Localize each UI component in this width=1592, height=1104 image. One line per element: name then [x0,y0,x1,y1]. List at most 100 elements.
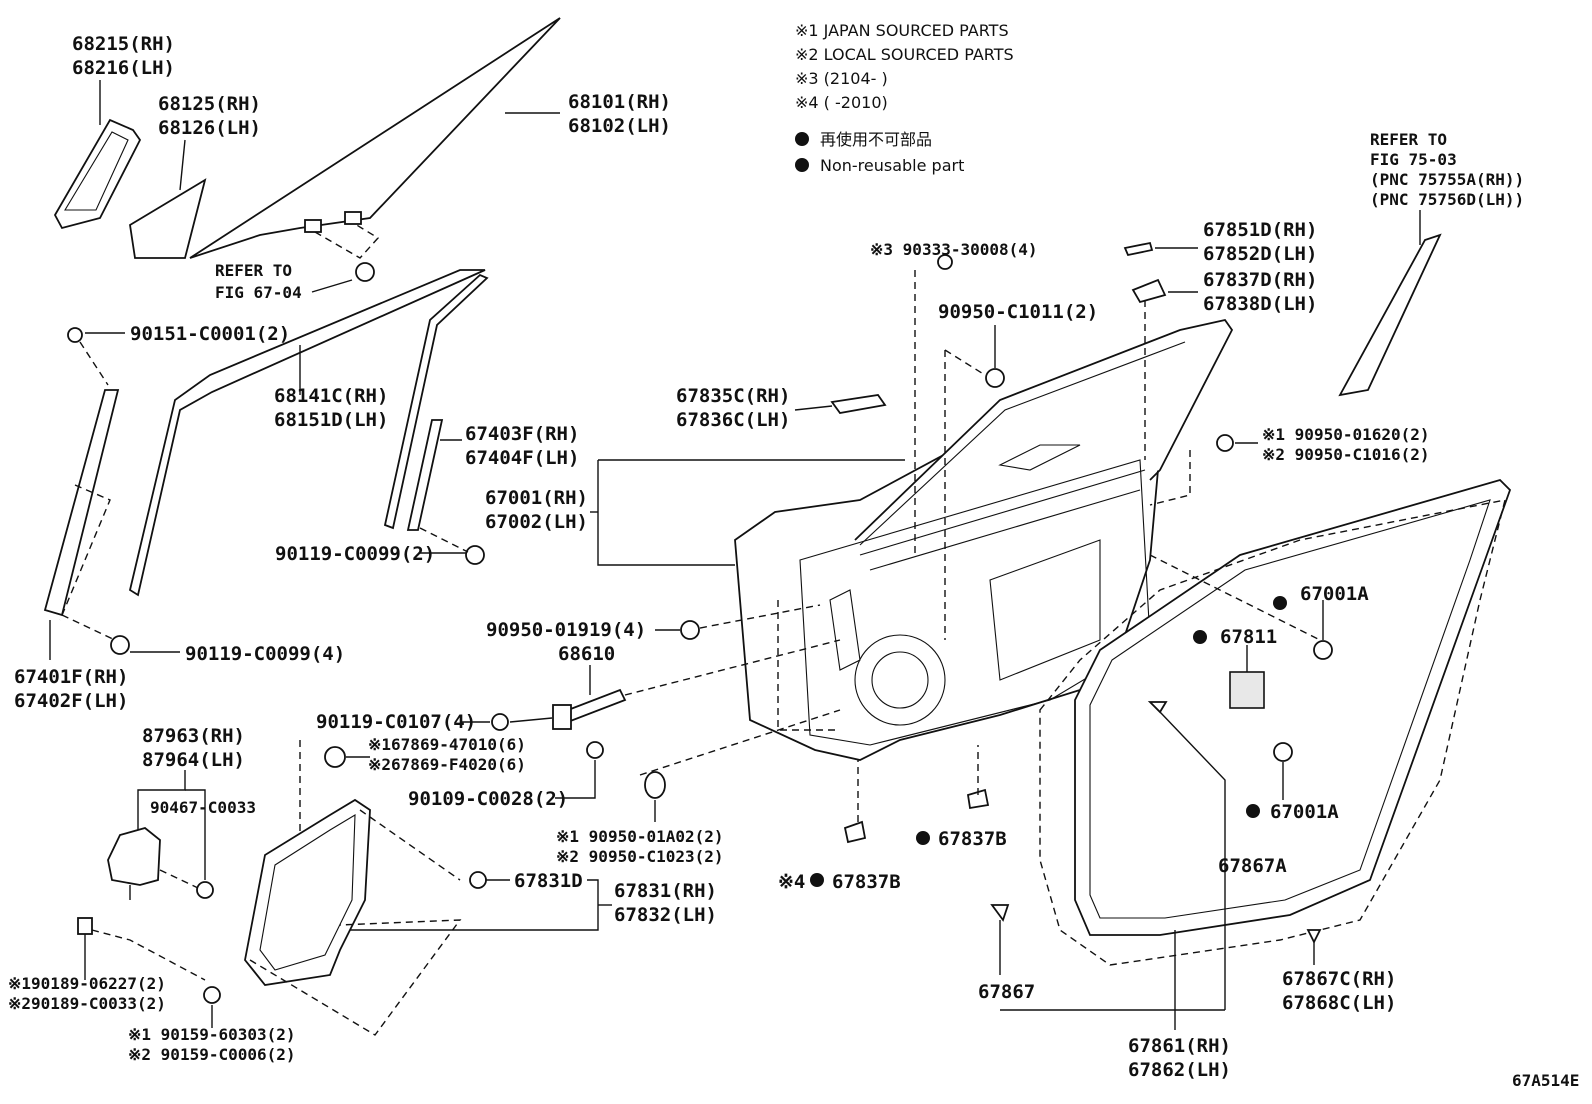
glass-clip [344,211,362,225]
clip-icon [1306,929,1322,945]
label-67001: 67001(RH) [485,487,588,509]
leader-dash [419,527,469,553]
ref-fig-75-03-line4: (PNC 75756D(LH)) [1370,190,1524,209]
label-87963: 87963(RH) [142,725,245,747]
label-90119-c0107: 90119-C0107(4) [316,711,476,733]
speaker-hole-inner [871,651,929,709]
division-bar [406,419,444,531]
label-67001a-2: 67001A [1270,801,1339,823]
ref-fig-67-04-line1: REFER TO [215,261,292,280]
legend-non-reusable-en: Non-reusable part [820,156,964,175]
weatherstrip-inner [1089,499,1491,919]
leader-line [794,405,833,411]
label-67861: 67861(RH) [1128,1035,1231,1057]
pillar-garnish [1338,233,1442,397]
label-67837d: 67837D(RH) [1203,269,1317,291]
label-68216: 68216(LH) [72,57,175,79]
notes-block: ※1 JAPAN SOURCED PARTS ※2 LOCAL SOURCED … [795,21,1014,175]
bolt-icon [355,262,375,282]
clip-icon [77,917,93,935]
grommet-icon [680,620,700,640]
label-90950-c1023: ※2 90950-C1023(2) [556,847,724,866]
clip-icon [990,904,1010,922]
leader-dash [314,223,380,259]
door-check-bracket [552,704,572,730]
label-67838d: 67838D(LH) [1203,293,1317,315]
belt-line [859,469,1146,556]
label-68610: 68610 [558,643,615,665]
handle-opening [998,444,1081,471]
door-glass-run-rear [383,273,489,530]
label-68126: 68126(LH) [158,117,261,139]
bolt-icon [110,635,130,655]
clip-icon [966,788,990,810]
leader-line [311,279,353,293]
leader-dash [159,869,199,889]
leader-dash [91,929,206,981]
label-67835c: 67835C(RH) [676,385,790,407]
note-date-from: ※3 (2104- ) [795,69,888,88]
leader-dash [699,604,821,629]
label-67851d: 67851D(RH) [1203,219,1317,241]
note-date-to: ※4 ( -2010) [795,93,888,112]
label-67402f: 67402F(LH) [14,690,128,712]
bolt-icon [937,254,953,270]
label-90950-01a02: ※1 90950-01A02(2) [556,827,724,846]
label-87964: 87964(LH) [142,749,245,771]
label-68141c: 68141C(RH) [274,385,388,407]
label-90151: 90151-C0001(2) [130,323,290,345]
note-japan-sourced: ※1 JAPAN SOURCED PARTS [795,21,1009,40]
legend-non-reusable-jp: 再使用不可部品 [820,130,932,149]
bullet-icon [795,132,809,146]
plug-icon [1313,640,1333,660]
label-90159-c0006: ※2 90159-C0006(2) [128,1045,296,1064]
non-reusable-marker [916,831,930,845]
panel-opening [829,589,861,671]
label-68215: 68215(RH) [72,33,175,55]
ref-fig-75-03-line2: FIG 75-03 [1370,150,1457,169]
leader-bracket [185,789,206,880]
label-67404f: 67404F(LH) [465,447,579,469]
label-67868c: 67868C(LH) [1282,992,1396,1014]
leader-bracket [597,460,735,566]
figure-id: 67A514E [1512,1071,1579,1090]
label-67403f: 67403F(RH) [465,423,579,445]
label-90189-c0033: ※290189-C0033(2) [8,994,166,1013]
clip-icon [469,871,487,889]
leader-dash [1149,554,1321,641]
label-90950-c1016: ※2 90950-C1016(2) [1262,445,1430,464]
door-check-group [460,600,841,822]
seal-sheet [1229,671,1265,709]
hole-plug-icon [644,771,666,799]
label-90109: 90109-C0028(2) [408,788,568,810]
label-67837b-2-prefix: ※4 [778,871,805,893]
outside-handle-frame [830,394,887,414]
label-67852d: 67852D(LH) [1203,243,1317,265]
label-67401f: 67401F(RH) [14,666,128,688]
leader-line [1159,711,1226,1010]
label-68151d: 68151D(LH) [274,409,388,431]
label-90189-06227: ※190189-06227(2) [8,974,166,993]
label-68101: 68101(RH) [568,91,671,113]
label-90333: ※3 90333-30008(4) [870,240,1038,259]
door-sash-front [43,389,120,617]
leader-line [555,760,596,799]
screw-icon [67,327,83,343]
leader-line [509,717,553,723]
clip-icon [324,746,346,768]
clip-icon [1147,701,1168,714]
label-90950-c1011: 90950-C1011(2) [938,301,1098,323]
leader-dash [359,809,461,881]
label-67001a-1: 67001A [1300,583,1369,605]
leader-dash [1149,450,1191,506]
label-90119-c0099-4: 90119-C0099(4) [185,643,345,665]
glass-run-group [43,269,489,660]
bolt-icon [465,545,485,565]
bolt-icon [203,986,221,1004]
outside-handle-bracket [1131,278,1167,304]
non-reusable-marker [1273,596,1287,610]
leader-dash [249,919,462,1036]
ref-fig-67-04-line2: FIG 67-04 [215,283,302,302]
